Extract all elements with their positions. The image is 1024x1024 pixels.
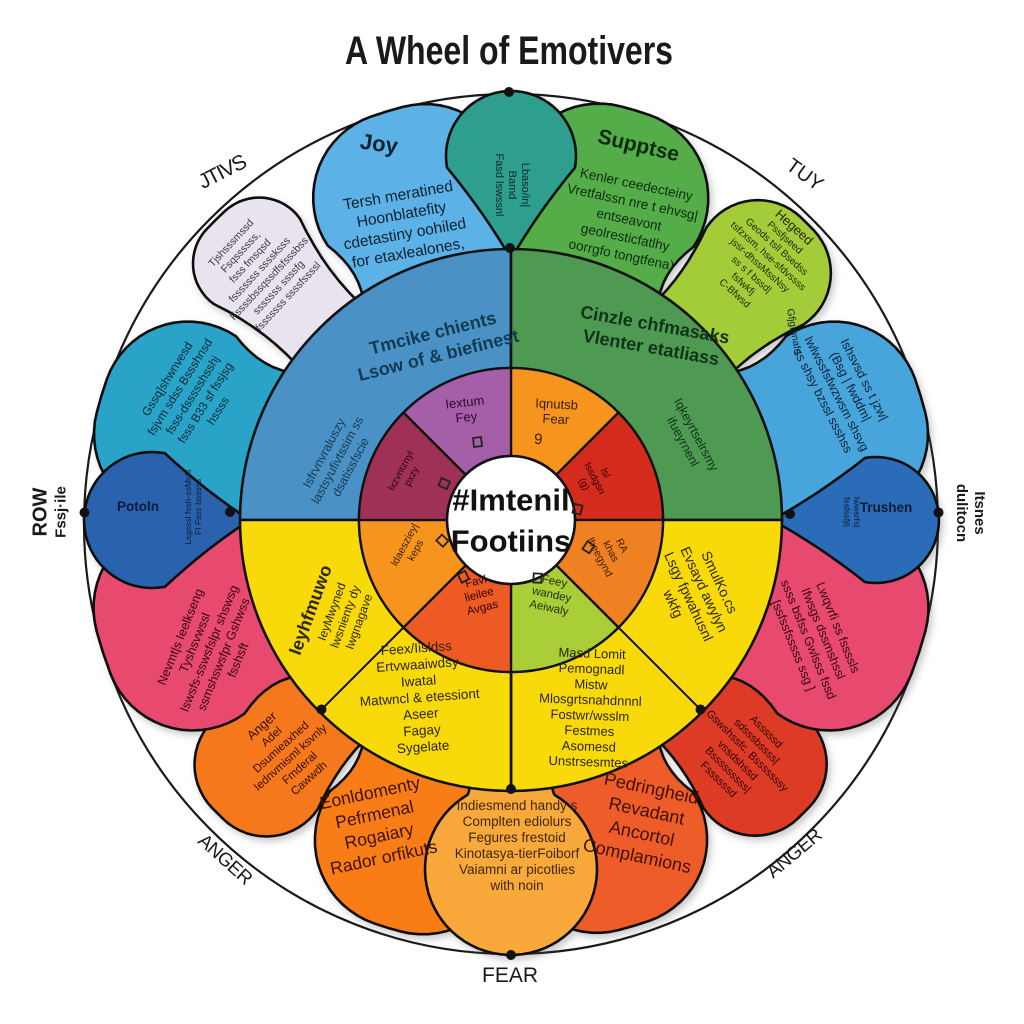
- svg-text:Asomesd: Asomesd: [561, 738, 616, 755]
- svg-text:ROW: ROW: [30, 487, 52, 536]
- svg-text:fssfssfjl|: fssfssfjl|: [842, 497, 852, 527]
- svg-text:Iwwsrfs|: Iwwsrfs|: [852, 497, 862, 528]
- svg-text:Mistw: Mistw: [574, 676, 608, 692]
- svg-text:Fegures frestoid: Fegures frestoid: [468, 830, 566, 845]
- svg-text:Footiins: Footiins: [451, 524, 572, 559]
- svg-text:#Imtenil: #Imtenil: [452, 483, 569, 518]
- svg-text:Festmes: Festmes: [564, 722, 615, 739]
- svg-text:Fasd lswssnl: Fasd lswssnl: [493, 154, 505, 217]
- svg-text:Potoln: Potoln: [117, 499, 159, 514]
- svg-text:Feey: Feey: [541, 573, 569, 590]
- svg-text:Unstrsesmtes: Unstrsesmtes: [548, 753, 628, 771]
- svg-text:Fssj·ile: Fssj·ile: [53, 486, 70, 538]
- svg-text:Fostwr/wsslm: Fostwr/wsslm: [550, 706, 629, 724]
- svg-text:dulitocn: dulitocn: [953, 484, 970, 542]
- svg-text:A Wheel of Emotivers: A Wheel of Emotivers: [345, 29, 673, 73]
- svg-text:Iqnutsb: Iqnutsb: [535, 395, 578, 412]
- svg-text:Pemognadl: Pemognadl: [558, 660, 624, 677]
- svg-text:Aseer: Aseer: [403, 705, 440, 722]
- svg-text:Vaiamni ar picotlies: Vaiamni ar picotlies: [459, 862, 575, 877]
- svg-text:FEAR: FEAR: [482, 964, 538, 987]
- svg-text:Mlosgrtsnahdnnnl: Mlosgrtsnahdnnnl: [539, 690, 642, 709]
- svg-text:Fagay: Fagay: [403, 722, 442, 740]
- svg-text:Complten ediolurs: Complten ediolurs: [463, 814, 572, 829]
- svg-text:Ertvwaaiwdsy: Ertvwaaiwdsy: [376, 654, 460, 675]
- svg-text:Feex/Iisldss: Feex/Iisldss: [380, 638, 452, 658]
- svg-text:Sygelate: Sygelate: [396, 738, 449, 757]
- svg-text:with noin: with noin: [489, 878, 543, 893]
- svg-text:Itsnes: Itsnes: [971, 491, 988, 534]
- svg-text:lsl: lsl: [598, 466, 612, 480]
- svg-text:Joy: Joy: [359, 129, 401, 159]
- svg-text:Bamd: Bamd: [506, 171, 518, 200]
- svg-text:9: 9: [534, 431, 543, 448]
- svg-text:Lsgsssl fssh-ssMsfs: Lsgsssl fssh-ssMsfs: [183, 469, 193, 545]
- svg-text:Lbaso/in|: Lbaso/in|: [519, 163, 531, 207]
- svg-text:Indiesmend handy s: Indiesmend handy s: [457, 798, 578, 813]
- svg-text:Favl: Favl: [464, 574, 488, 591]
- svg-text:Trushen: Trushen: [860, 500, 913, 515]
- svg-text:Masd Lomit: Masd Lomit: [558, 645, 626, 662]
- svg-text:FI Fsss bsssss: FI Fsss bsssss: [193, 479, 203, 535]
- svg-text:Iextum: Iextum: [445, 393, 485, 412]
- svg-text:Fear: Fear: [542, 411, 570, 427]
- svg-text:(g): (g): [576, 476, 591, 492]
- svg-text:Fey: Fey: [455, 408, 479, 425]
- svg-text:Kinotasya-tierFoiborf: Kinotasya-tierFoiborf: [455, 846, 580, 861]
- svg-text:Iwatal: Iwatal: [400, 672, 436, 689]
